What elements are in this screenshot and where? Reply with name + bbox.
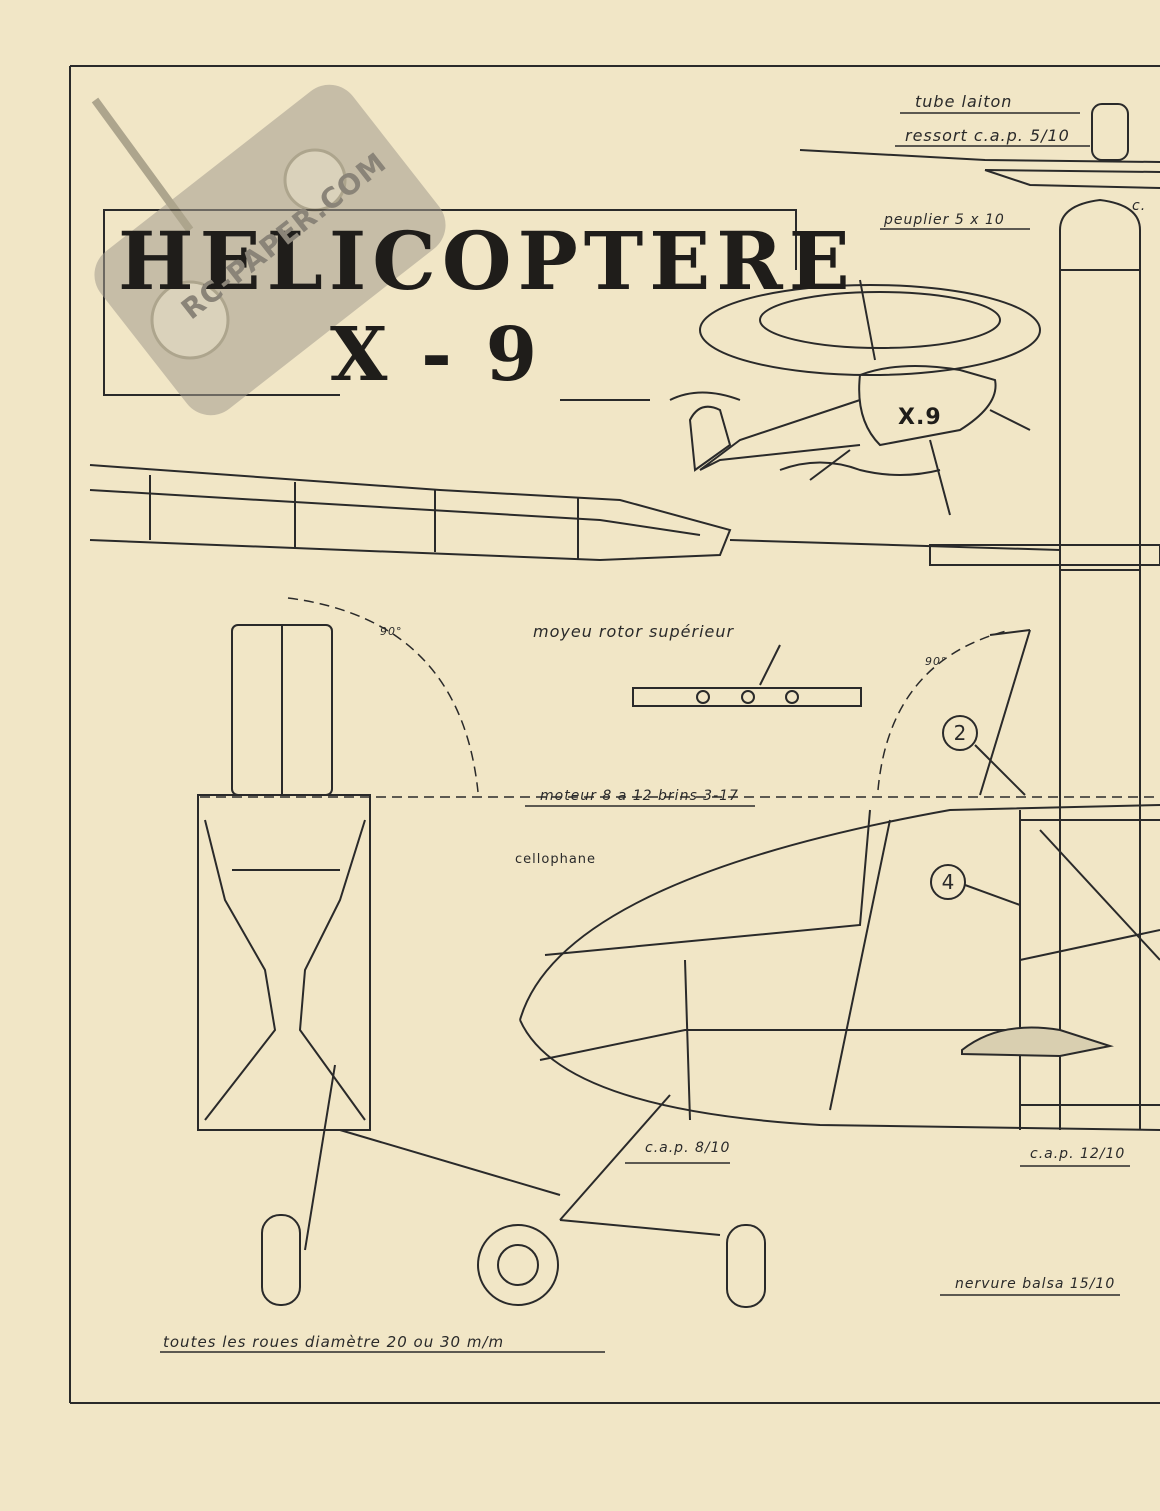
hub-detail	[632, 644, 862, 707]
label-ressort: ressort c.a.p. 5/10	[905, 126, 1070, 145]
plan-subtitle: X - 9	[330, 312, 542, 398]
plan-title: HELICOPTERE	[118, 214, 856, 308]
label-nervure: nervure balsa 15/10	[955, 1276, 1116, 1292]
label-cut: c.	[1132, 198, 1147, 214]
part-number-4: 4	[941, 870, 955, 894]
part-number-2: 2	[953, 721, 967, 745]
fuselage-marking: X.9	[898, 405, 942, 430]
side-view	[477, 629, 1160, 1308]
label-peuplier: peuplier 5 x 10	[884, 212, 1005, 228]
part-callouts	[930, 715, 1026, 906]
label-angle-left: 90°	[380, 625, 403, 638]
rib-profile	[961, 1026, 1114, 1058]
front-view	[197, 624, 561, 1306]
label-cap-12: c.a.p. 12/10	[1030, 1146, 1126, 1162]
label-cellophane: cellophane	[515, 852, 597, 867]
helicopter-sketch	[669, 279, 1041, 516]
rotor-blade	[89, 464, 1160, 566]
label-angle-right: 90°	[925, 655, 948, 668]
label-tube-laiton: tube laiton	[915, 92, 1013, 111]
sheet-border	[69, 65, 1160, 1404]
motor-axis	[200, 597, 1160, 798]
watermark-stamp	[91, 84, 446, 416]
label-moteur: moteur 8 a 12 brins 3-17	[540, 788, 739, 804]
label-moyeu: moyeu rotor supérieur	[533, 622, 735, 641]
label-cap-8: c.a.p. 8/10	[645, 1140, 731, 1156]
label-underlines	[160, 112, 1130, 1353]
label-roues: toutes les roues diamètre 20 ou 30 m/m	[163, 1333, 505, 1351]
